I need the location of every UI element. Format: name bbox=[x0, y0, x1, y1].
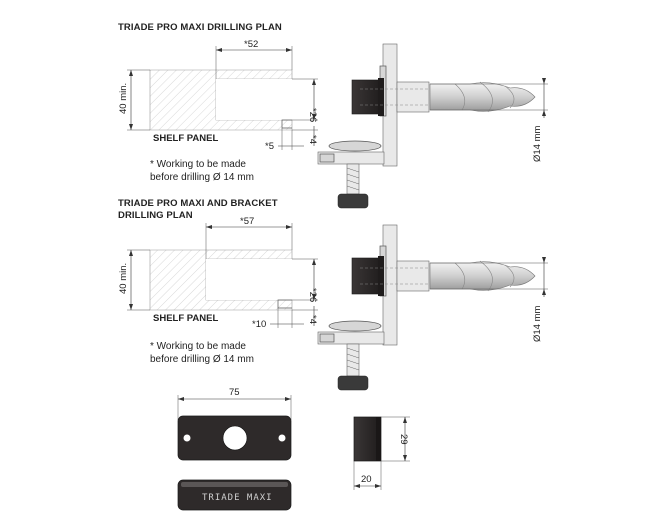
section2-dim-panel: 40 min. bbox=[118, 263, 129, 294]
section2-jig bbox=[317, 224, 430, 391]
section2-drill-dim: Ø14 mm bbox=[532, 305, 543, 342]
section1-dim-height: *26 bbox=[307, 108, 318, 122]
section1-dim-offset: *5 bbox=[265, 141, 274, 152]
section1-note: * Working to be made before drilling Ø 1… bbox=[150, 158, 254, 184]
part-front-view: 75 bbox=[177, 387, 292, 461]
section2-panel bbox=[149, 249, 293, 311]
part-depth-dim: 20 bbox=[361, 474, 372, 485]
part-height-dim: 29 bbox=[398, 434, 409, 445]
section1-dim-width: *52 bbox=[244, 39, 258, 50]
section2-drill-bit: Ø14 mm bbox=[429, 257, 548, 342]
section1-note-line1: * Working to be made bbox=[150, 159, 246, 170]
section1-drill-dim: Ø14 mm bbox=[532, 125, 543, 162]
section1-drill-bit: Ø14 mm bbox=[429, 78, 548, 162]
section2-note: * Working to be made before drilling Ø 1… bbox=[150, 340, 254, 366]
section1-jig bbox=[317, 43, 430, 209]
section1-dim-panel: 40 min. bbox=[118, 83, 129, 114]
section1-dimensions: 40 min. *52 *26 *4 *5 bbox=[118, 39, 318, 152]
section1-note-line2: before drilling Ø 14 mm bbox=[150, 172, 254, 183]
section1-dim-lip: *4 bbox=[307, 135, 318, 144]
section2-dim-height: *26 bbox=[307, 288, 318, 302]
section1-panel-label: SHELF PANEL bbox=[153, 133, 219, 144]
section2-dim-offset: *10 bbox=[252, 319, 266, 330]
part-side-view: 29 20 bbox=[353, 416, 410, 490]
section2-title: TRIADE PRO MAXI AND BRACKET DRILLING PLA… bbox=[118, 198, 278, 222]
section2-dim-width: *57 bbox=[240, 216, 254, 227]
part-engraving: TRIADE MAXI bbox=[202, 493, 273, 503]
section2-note-line1: * Working to be made bbox=[150, 341, 246, 352]
section1-title: TRIADE PRO MAXI DRILLING PLAN bbox=[118, 22, 282, 33]
part-bottom-view: TRIADE MAXI bbox=[177, 479, 292, 511]
section2-panel-label: SHELF PANEL bbox=[153, 313, 219, 324]
section2-title-line1: TRIADE PRO MAXI AND BRACKET bbox=[118, 198, 278, 209]
section2-note-line2: before drilling Ø 14 mm bbox=[150, 354, 254, 365]
section2-dim-lip: *4 bbox=[307, 315, 318, 324]
section2-dimensions: 40 min. *57 *26 *4 *10 bbox=[118, 216, 318, 330]
part-width-dim: 75 bbox=[229, 387, 240, 398]
section1-panel bbox=[149, 69, 293, 131]
section2-title-line2: DRILLING PLAN bbox=[118, 210, 193, 221]
